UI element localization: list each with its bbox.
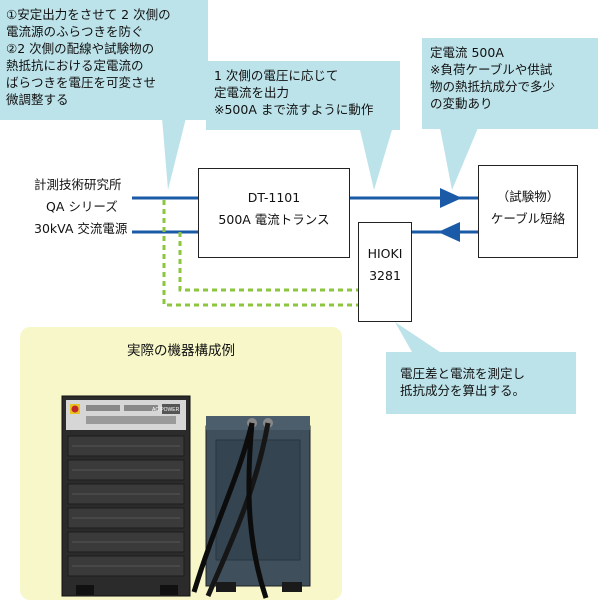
meter-line-2: 3281 <box>369 268 401 283</box>
test-object-line-2: ケーブル短絡 <box>490 211 566 226</box>
callout-left-line-1: ①安定出力をさせて 2 次側の <box>6 7 171 22</box>
callout-left-line-5: ばらつきを電圧を可変させ <box>6 75 157 90</box>
middle-callout-pointer <box>360 130 392 190</box>
callout-bottom: 電圧差と電流を測定し 抵抗成分を算出する。 <box>386 352 576 414</box>
transformer-box: DT-1101 500A 電流トランス <box>198 168 350 258</box>
power-source-line-3: 30kVA 交流電源 <box>34 221 128 236</box>
callout-bottom-line-1: 電圧差と電流を測定し <box>400 366 526 381</box>
callout-middle-line-1: 1 次側の電圧に応じて <box>214 68 339 83</box>
probe-line-outer <box>162 200 358 307</box>
power-source-box: 計測技術研究所 QA シリーズ 30kVA 交流電源 <box>30 172 132 248</box>
callout-bottom-line-2: 抵抗成分を算出する。 <box>400 383 526 398</box>
cable-3 <box>246 422 269 599</box>
ac-power-label: AC POWER <box>152 407 180 413</box>
left-callout-pointer <box>162 118 186 190</box>
cable-2 <box>205 422 271 597</box>
arrow-forward <box>440 188 462 208</box>
equipment-photo: AC POWER <box>61 395 311 599</box>
meter-line-1: HIOKI <box>367 246 403 261</box>
callout-middle-line-2: 定電流を出力 <box>214 85 290 100</box>
callout-left: ①安定出力をさせて 2 次側の 電流源のふらつきを防ぐ ②2 次側の配線や試験物… <box>0 0 208 120</box>
transformer-line-1: DT-1101 <box>247 190 301 205</box>
callout-right-line-1: 定電流 500A <box>430 45 504 60</box>
callout-left-line-4: 熱抵抗における定電流の <box>6 58 144 73</box>
test-object-line-1: （試験物） <box>496 189 560 204</box>
callout-middle-line-3: ※500A まで流すように動作 <box>214 102 374 117</box>
callout-left-line-6: 微調整する <box>6 92 69 107</box>
cable-1 <box>191 422 255 593</box>
power-source-line-2: QA シリーズ <box>46 199 118 214</box>
right-callout-pointer <box>440 128 478 190</box>
arrow-return <box>438 222 460 242</box>
transformer-line-2: 500A 電流トランス <box>218 212 330 227</box>
callout-right-line-3: 物の熱抵抗成分で多少 <box>430 79 556 94</box>
callout-middle: 1 次側の電圧に応じて 定電流を出力 ※500A まで流すように動作 <box>206 61 400 130</box>
callout-right-line-4: の変動あり <box>430 96 493 111</box>
callout-right: 定電流 500A ※負荷ケーブルや供試 物の熱抵抗成分で多少 の変動あり <box>422 38 598 129</box>
callout-left-line-2: 電流源のふらつきを防ぐ <box>6 24 144 39</box>
equipment-photo-title: 実際の機器構成例 <box>127 343 235 359</box>
power-source-line-1: 計測技術研究所 <box>34 177 122 192</box>
probe-line-inner <box>178 232 358 292</box>
test-object-box: （試験物） ケーブル短絡 <box>478 165 578 258</box>
callout-right-line-2: ※負荷ケーブルや供試 <box>430 62 553 77</box>
bottom-callout-pointer <box>395 322 440 352</box>
callout-left-line-3: ②2 次側の配線や試験物の <box>6 41 155 56</box>
meter-box: HIOKI 3281 <box>358 222 412 322</box>
